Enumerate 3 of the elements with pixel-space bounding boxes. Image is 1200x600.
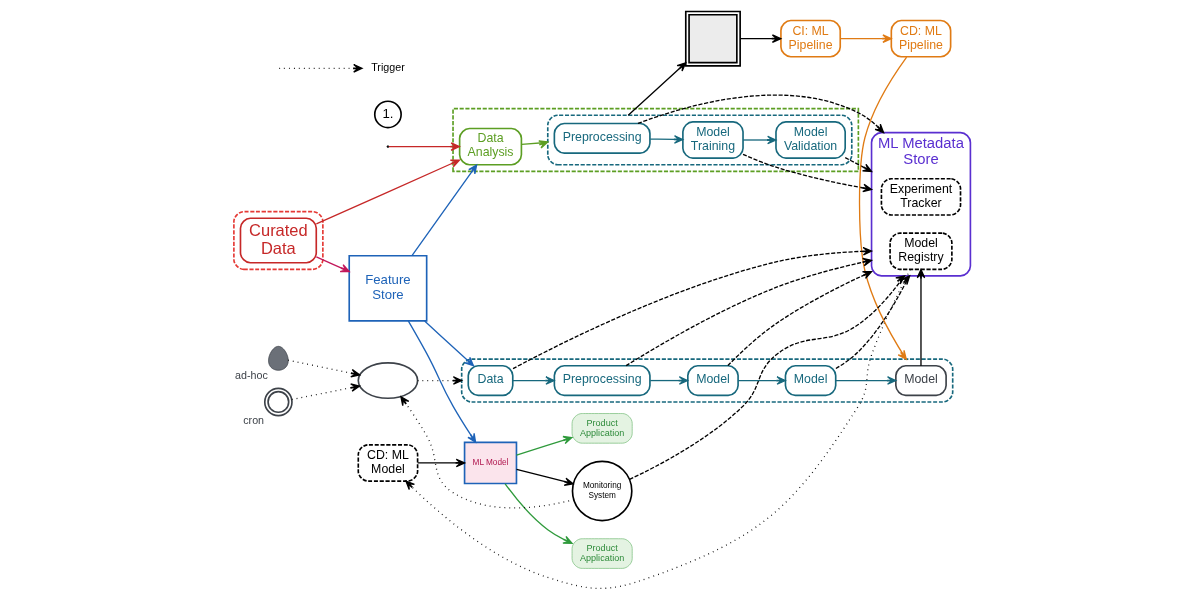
node-label: cron [242,414,264,427]
legend-label: Trigger [370,61,405,74]
node-label: ad-hoc [234,368,268,381]
